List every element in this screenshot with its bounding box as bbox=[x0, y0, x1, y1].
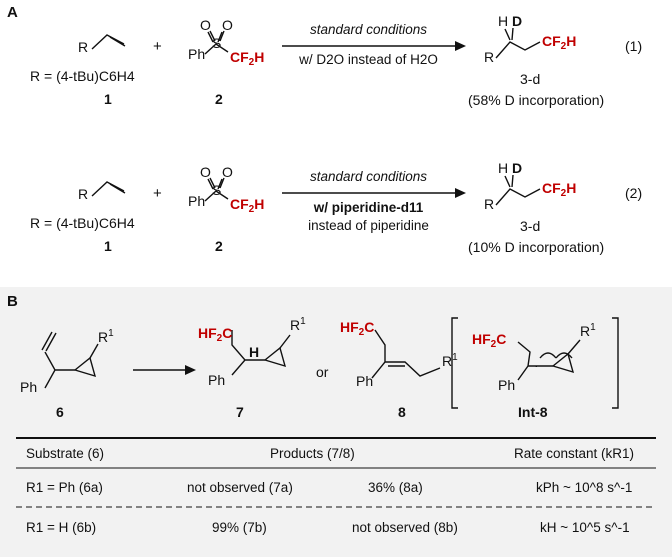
svg-text:S: S bbox=[212, 35, 221, 51]
sulfonyl-oxygen-bonds-2 bbox=[207, 177, 225, 190]
plus-sign-2: + bbox=[153, 185, 162, 202]
svg-text:·: · bbox=[534, 357, 539, 373]
cmpd-6-bonds bbox=[44, 351, 75, 389]
svg-text:R1: R1 bbox=[580, 322, 596, 339]
svg-text:O: O bbox=[200, 17, 211, 33]
d-incorporation-1: (58% D incorporation) bbox=[468, 92, 605, 108]
svg-text:CF2H: CF2H bbox=[542, 180, 576, 199]
panel-b-arrowhead bbox=[185, 365, 196, 375]
int-8-left-bracket bbox=[451, 317, 458, 409]
cmpd-6-methylene bbox=[41, 331, 57, 352]
header-rate-constant: Rate constant (kR1) bbox=[514, 446, 635, 461]
row-2-product-8: not observed (8b) bbox=[352, 520, 458, 535]
svg-text:Ph: Ph bbox=[188, 193, 205, 209]
svg-text:Ph: Ph bbox=[20, 379, 37, 395]
reaction-2-conditions: standard conditions bbox=[309, 169, 428, 184]
svg-text:Ph: Ph bbox=[356, 373, 373, 389]
svg-text:D: D bbox=[512, 160, 522, 176]
svg-text:HF2C: HF2C bbox=[340, 319, 374, 338]
row-1-product-7: not observed (7a) bbox=[187, 480, 293, 495]
compound-2-label: 2 bbox=[215, 91, 223, 107]
svg-text:R: R bbox=[78, 186, 88, 202]
svg-text:CF2H: CF2H bbox=[542, 33, 576, 52]
svg-text:D: D bbox=[512, 13, 522, 29]
int-8-bonds bbox=[517, 341, 553, 381]
panel-b-background bbox=[0, 287, 672, 557]
cmpd-7-cyclopropane bbox=[263, 346, 287, 368]
sulfone-2-bonds bbox=[204, 43, 229, 55]
row-1-product-8: 36% (8a) bbox=[368, 480, 423, 495]
svg-text:O: O bbox=[222, 17, 233, 33]
alkene-1b-double-bond bbox=[109, 183, 126, 194]
int-8-cyclopropane bbox=[551, 352, 575, 374]
svg-text:Ph: Ph bbox=[208, 372, 225, 388]
row-2-product-7: 99% (7b) bbox=[212, 520, 267, 535]
cmpd-7-bonds bbox=[231, 330, 265, 376]
reaction-2-arrowhead bbox=[455, 188, 466, 198]
int-8-label: Int-8 bbox=[518, 404, 548, 420]
compound-8-label: 8 bbox=[398, 404, 406, 420]
panel-b-label: B bbox=[7, 293, 18, 310]
header-substrate: Substrate (6) bbox=[26, 446, 105, 461]
compound-1b-label: 1 bbox=[104, 238, 112, 254]
svg-text:R1: R1 bbox=[290, 316, 306, 333]
panel-a-label: A bbox=[7, 4, 18, 21]
svg-text:Ph: Ph bbox=[498, 377, 515, 393]
reaction-1-conditions: standard conditions bbox=[309, 22, 428, 37]
d-incorporation-2: (10% D incorporation) bbox=[468, 239, 605, 255]
header-products: Products (7/8) bbox=[270, 446, 355, 461]
alkene-1b-bonds bbox=[91, 181, 125, 197]
row-2-substrate: R1 = H (6b) bbox=[26, 520, 97, 535]
cmpd-8-bonds bbox=[371, 329, 441, 379]
svg-text:R: R bbox=[78, 39, 88, 55]
alkene-1-bonds bbox=[91, 34, 125, 50]
compound-1-label: 1 bbox=[104, 91, 112, 107]
product-3d-2-bonds bbox=[495, 188, 541, 206]
plus-sign-1: + bbox=[153, 38, 162, 55]
svg-text:CF2H: CF2H bbox=[230, 49, 264, 68]
reaction-1-arrowhead bbox=[455, 41, 466, 51]
r-definition-2: R = (4-tBu)C6H4 bbox=[30, 215, 135, 231]
svg-text:R: R bbox=[484, 49, 494, 65]
alkene-1-double-bond bbox=[109, 36, 126, 47]
product-3d-2-HD-bonds bbox=[504, 174, 514, 188]
product-3d-1-bonds bbox=[495, 41, 541, 59]
svg-text:H: H bbox=[498, 13, 508, 29]
svg-text:S: S bbox=[212, 182, 221, 198]
or-text: or bbox=[316, 364, 329, 380]
svg-text:O: O bbox=[222, 164, 233, 180]
row-2-rate: kH ~ 10^5 s^-1 bbox=[540, 520, 630, 535]
equation-number-2: (2) bbox=[625, 185, 643, 201]
svg-text:CF2H: CF2H bbox=[230, 196, 264, 215]
row-1-substrate: R1 = Ph (6a) bbox=[26, 480, 103, 495]
compound-2b-label: 2 bbox=[215, 238, 223, 254]
svg-text:O: O bbox=[200, 164, 211, 180]
int-8-curved-arrows bbox=[539, 352, 573, 359]
svg-text:R1: R1 bbox=[442, 352, 458, 369]
svg-text:HF2C: HF2C bbox=[472, 331, 506, 350]
product-3d-label-1: 3-d bbox=[520, 71, 541, 87]
compound-7-label: 7 bbox=[236, 404, 244, 420]
reaction-2-modification: w/ piperidine-d11 bbox=[313, 200, 424, 215]
svg-text:H: H bbox=[249, 344, 259, 360]
int-8-right-bracket bbox=[612, 317, 619, 409]
reaction-1-modification: w/ D2O instead of H2O bbox=[299, 52, 438, 67]
svg-text:R: R bbox=[484, 196, 494, 212]
product-3d-label-2: 3-d bbox=[520, 218, 541, 234]
sulfonyl-oxygen-bonds bbox=[207, 30, 225, 43]
svg-text:H: H bbox=[498, 160, 508, 176]
svg-text:Ph: Ph bbox=[188, 46, 205, 62]
sulfone-2b-bonds bbox=[204, 190, 229, 202]
svg-text:R1: R1 bbox=[98, 328, 114, 345]
cmpd-6-cyclopropane bbox=[73, 356, 97, 378]
reaction-2-modification-line2: instead of piperidine bbox=[308, 218, 429, 233]
svg-text:HF2C: HF2C bbox=[198, 325, 232, 344]
product-3d-1-HD-bonds bbox=[504, 27, 514, 41]
compound-6-label: 6 bbox=[56, 404, 64, 420]
r-definition-1: R = (4-tBu)C6H4 bbox=[30, 68, 135, 84]
equation-number-1: (1) bbox=[625, 38, 643, 54]
row-1-rate: kPh ~ 10^8 s^-1 bbox=[536, 480, 633, 495]
